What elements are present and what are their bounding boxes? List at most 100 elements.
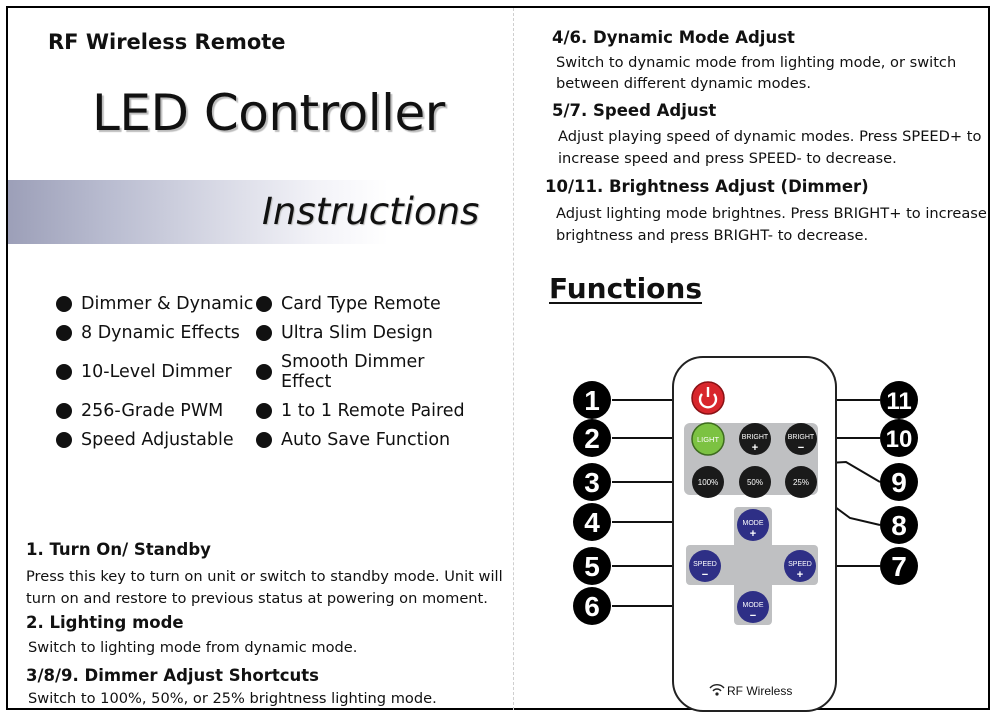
section-text: Switch to lighting mode from dynamic mod… <box>28 639 358 656</box>
callout-1: 1 <box>573 381 611 419</box>
bullet-icon <box>256 403 272 419</box>
plus-label: + <box>752 442 758 454</box>
section-text: increase speed and press SPEED- to decre… <box>558 150 897 167</box>
feature-item: Card Type Remote <box>256 294 476 314</box>
bright-label: BRIGHT <box>742 434 769 441</box>
dim-100-button[interactable]: 100% <box>692 466 724 498</box>
dim-100-label: 100% <box>698 478 718 487</box>
speed-label: SPEED <box>788 561 812 568</box>
dim-50-label: 50% <box>747 478 763 487</box>
callout-6: 6 <box>573 587 611 625</box>
brand-title: RF Wireless Remote <box>48 30 286 54</box>
fold-line <box>513 8 514 710</box>
callout-11: 11 <box>880 381 918 419</box>
mode-label: MODE <box>743 520 764 527</box>
bright-label: BRIGHT <box>788 434 815 441</box>
speed-label: SPEED <box>693 561 717 568</box>
svg-text:8: 8 <box>891 510 907 541</box>
bullet-icon <box>256 364 272 380</box>
bullet-icon <box>256 432 272 448</box>
section-text: Adjust lighting mode brightnes. Press BR… <box>556 205 987 222</box>
feature-item: Smooth Dimmer Effect <box>256 352 476 392</box>
callout-7: 7 <box>880 547 918 585</box>
bullet-icon <box>256 325 272 341</box>
feature-item: 8 Dynamic Effects <box>56 323 256 343</box>
section-text: Switch to dynamic mode from lighting mod… <box>556 54 957 71</box>
page-border <box>6 6 990 710</box>
title-band <box>8 180 508 244</box>
feature-item: 1 to 1 Remote Paired <box>256 401 476 421</box>
mode-label: MODE <box>743 602 764 609</box>
feature-item: Ultra Slim Design <box>256 323 476 343</box>
bright-minus-button[interactable]: BRIGHT − <box>785 423 817 455</box>
plus-label: + <box>797 569 803 581</box>
speed-pad-horizontal <box>686 545 818 585</box>
svg-text:3: 3 <box>584 467 600 498</box>
svg-text:4: 4 <box>584 507 600 538</box>
svg-text:5: 5 <box>584 551 600 582</box>
callout-10: 10 <box>880 419 918 457</box>
section-text: Press this key to turn on unit or switch… <box>26 568 503 585</box>
subtitle: Instructions <box>262 190 480 233</box>
bullet-icon <box>56 325 72 341</box>
light-label: LIGHT <box>697 435 720 444</box>
callout-8: 8 <box>880 506 918 544</box>
svg-text:11: 11 <box>886 388 911 415</box>
dim-25-label: 25% <box>793 478 809 487</box>
section-heading-dynamic-mode: 4/6. Dynamic Mode Adjust <box>552 28 795 47</box>
svg-text:10: 10 <box>886 426 913 453</box>
mode-plus-button[interactable]: MODE + <box>737 509 769 541</box>
section-heading-brightness: 10/11. Brightness Adjust (Dimmer) <box>545 177 869 196</box>
section-heading-lighting-mode: 2. Lighting mode <box>26 613 184 632</box>
section-text: between different dynamic modes. <box>556 75 812 92</box>
bright-plus-button[interactable]: BRIGHT + <box>739 423 771 455</box>
callout-3: 3 <box>573 463 611 501</box>
bullet-icon <box>56 296 72 312</box>
power-icon <box>698 393 718 409</box>
minus-label: − <box>702 569 708 581</box>
dim-25-button[interactable]: 25% <box>785 466 817 498</box>
mode-minus-button[interactable]: MODE − <box>737 591 769 623</box>
wifi-dot <box>715 692 719 696</box>
feature-list: Dimmer & Dynamic Card Type Remote 8 Dyna… <box>56 294 476 450</box>
section-text: turn on and restore to previous status a… <box>26 590 488 607</box>
wifi-icon <box>709 684 725 692</box>
speed-minus-button[interactable]: SPEED − <box>689 550 721 582</box>
speed-plus-button[interactable]: SPEED + <box>784 550 816 582</box>
section-heading-dimmer-shortcuts: 3/8/9. Dimmer Adjust Shortcuts <box>26 666 319 685</box>
feature-item: Auto Save Function <box>256 430 476 450</box>
callout-4: 4 <box>573 503 611 541</box>
callout-numbers: 1 2 3 4 5 6 7 8 9 10 11 <box>573 381 918 625</box>
bullet-icon <box>256 296 272 312</box>
minus-label: − <box>798 442 804 454</box>
feature-item: Speed Adjustable <box>56 430 256 450</box>
callout-9: 9 <box>880 463 918 501</box>
functions-title: Functions <box>549 272 703 305</box>
main-title: LED Controller <box>92 84 445 142</box>
bullet-icon <box>56 403 72 419</box>
feature-item: 10-Level Dimmer <box>56 352 256 392</box>
section-heading-turn-on: 1. Turn On/ Standby <box>26 540 211 559</box>
svg-text:7: 7 <box>891 551 907 582</box>
dim-50-button[interactable]: 50% <box>739 466 771 498</box>
light-button[interactable]: LIGHT <box>691 422 725 456</box>
feature-item: Dimmer & Dynamic <box>56 294 256 314</box>
section-text: Adjust playing speed of dynamic modes. P… <box>558 128 982 145</box>
section-heading-speed-adjust: 5/7. Speed Adjust <box>552 101 717 120</box>
callout-2: 2 <box>573 419 611 457</box>
remote-footer-label: RF Wireless <box>727 684 792 698</box>
section-text: brightness and press BRIGHT- to decrease… <box>556 227 869 244</box>
svg-text:9: 9 <box>891 467 907 498</box>
callout-5: 5 <box>573 547 611 585</box>
plus-label: + <box>750 528 756 540</box>
minus-label: − <box>750 610 756 622</box>
bullet-icon <box>56 364 72 380</box>
power-button[interactable] <box>691 381 725 415</box>
svg-text:6: 6 <box>584 591 600 622</box>
feature-item: 256-Grade PWM <box>56 401 256 421</box>
bullet-icon <box>56 432 72 448</box>
svg-text:1: 1 <box>584 385 600 416</box>
svg-text:2: 2 <box>584 423 600 454</box>
section-text: Switch to 100%, 50%, or 25% brightness l… <box>28 690 437 707</box>
